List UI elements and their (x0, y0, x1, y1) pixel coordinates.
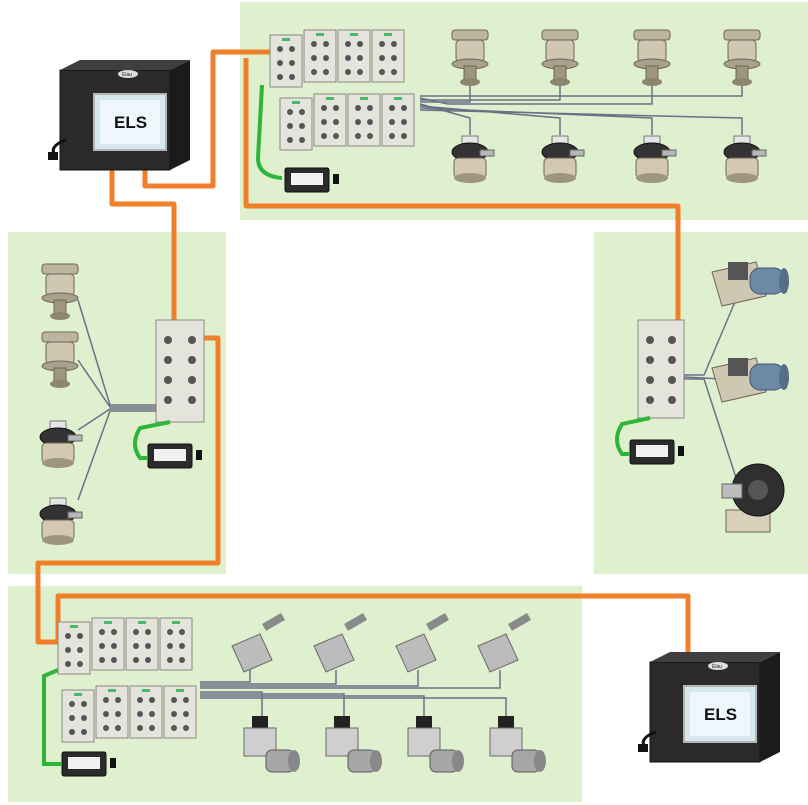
els-controller-top[interactable]: ELS Elau (48, 60, 190, 170)
cabinet-brand: Elau (122, 72, 132, 78)
io-module-left[interactable] (156, 320, 204, 422)
io-module-right[interactable] (638, 320, 684, 418)
els-controller-bottom[interactable]: ELS Elau (638, 652, 780, 762)
els-label: ELS (704, 705, 737, 724)
cabinet-brand: Elau (712, 664, 722, 670)
els-label: ELS (114, 113, 147, 132)
